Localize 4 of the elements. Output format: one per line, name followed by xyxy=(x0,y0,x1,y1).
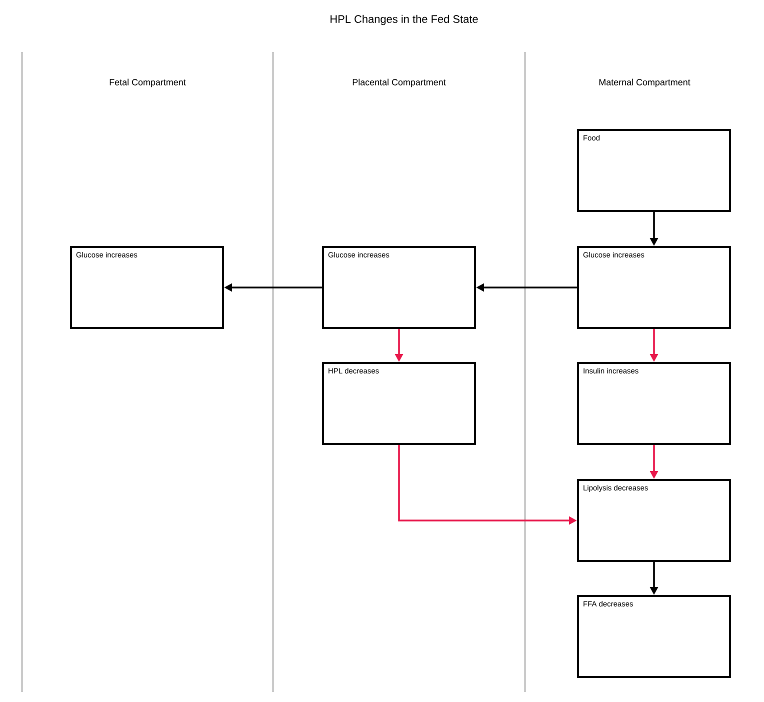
column-heading: Fetal Compartment xyxy=(110,78,186,88)
column-heading: Placental Compartment xyxy=(352,78,446,88)
title: HPL Changes in the Fed State xyxy=(330,14,478,26)
column-heading: Maternal Compartment xyxy=(599,78,690,88)
